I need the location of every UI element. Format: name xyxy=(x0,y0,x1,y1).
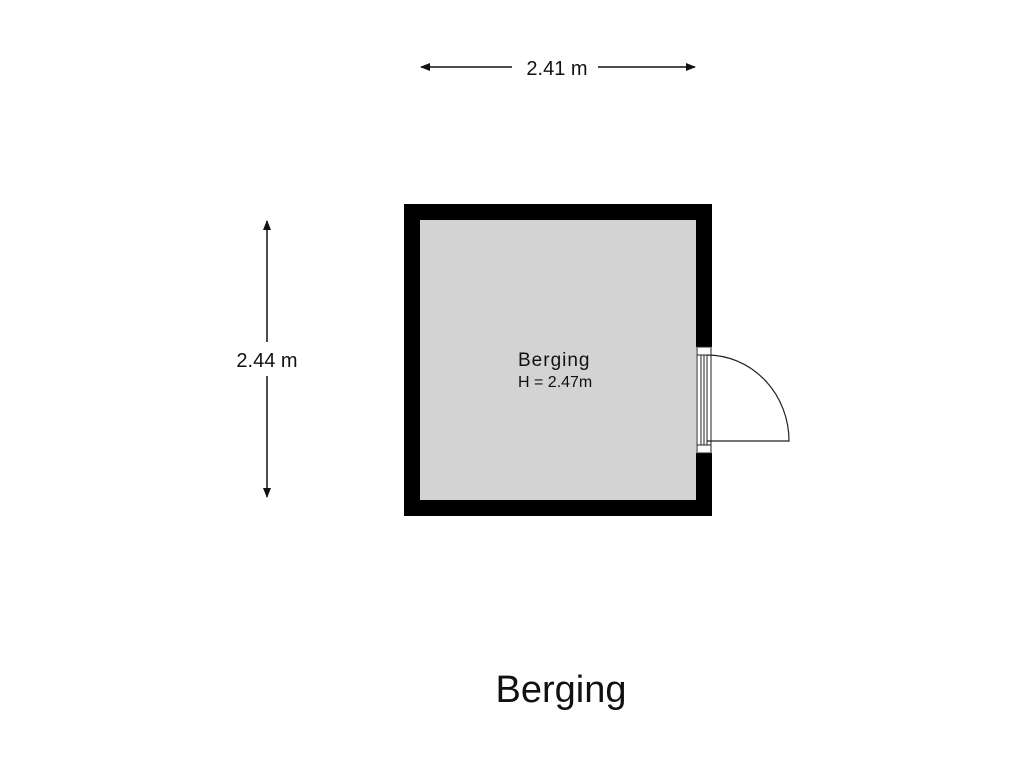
door xyxy=(696,346,790,454)
plan-title: Berging xyxy=(496,669,627,711)
door-swing-arc xyxy=(706,354,790,442)
width-label: 2.41 m xyxy=(526,58,587,80)
height-dimension: 2.44 m xyxy=(236,220,298,498)
height-label: 2.44 m xyxy=(236,350,297,372)
room-floor xyxy=(420,220,696,500)
room-height: H = 2.47m xyxy=(518,374,592,391)
room-name: Berging xyxy=(518,350,591,371)
width-dimension: 2.41 m xyxy=(420,58,696,80)
